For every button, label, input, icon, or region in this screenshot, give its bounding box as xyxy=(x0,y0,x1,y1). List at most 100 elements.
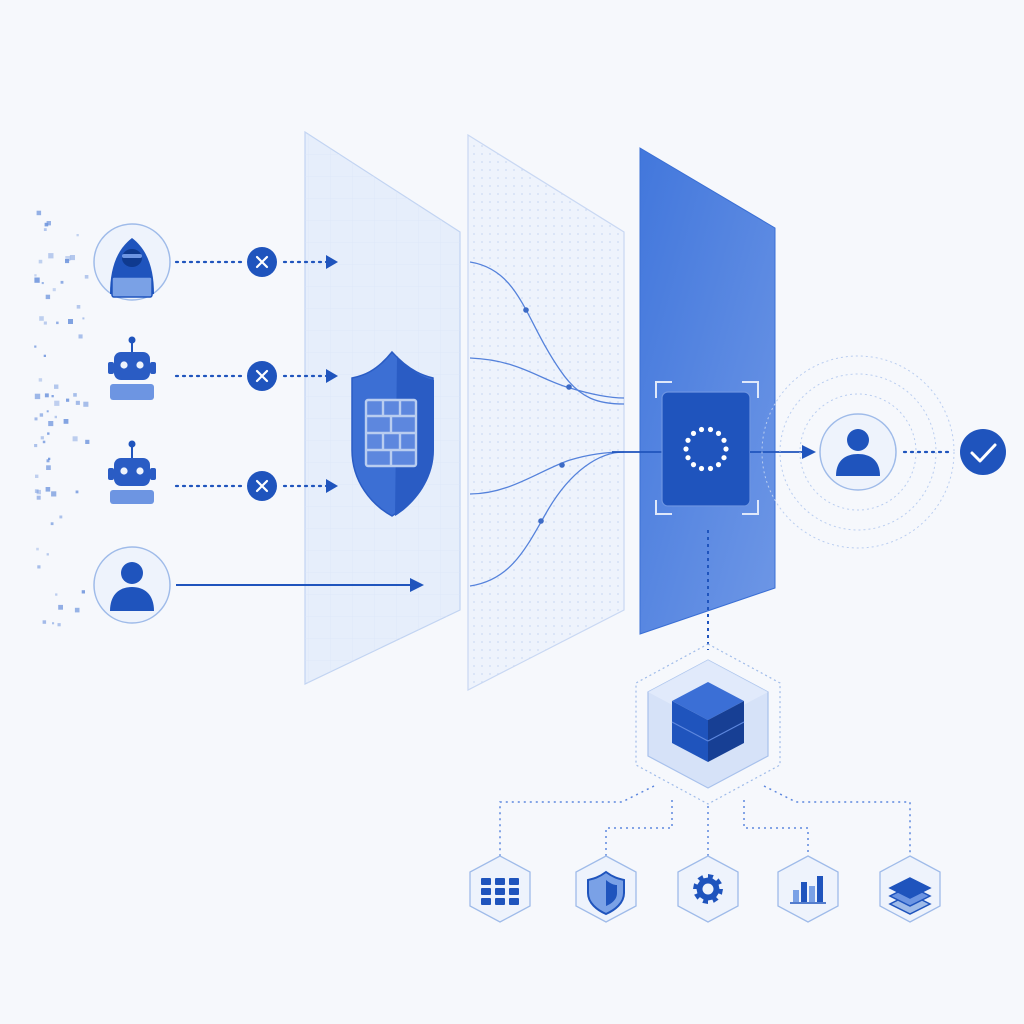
noise-pixel xyxy=(43,321,47,325)
firewall-shield-icon xyxy=(351,350,434,517)
noise-pixel xyxy=(58,604,63,610)
noise-pixel xyxy=(36,489,41,495)
noise-pixel xyxy=(55,593,58,596)
verification-layer xyxy=(639,147,776,635)
routing-layer xyxy=(467,133,625,691)
shield-icon xyxy=(587,870,625,916)
scan-frame-icon xyxy=(612,381,816,515)
noise-pixel xyxy=(48,421,54,427)
source-bot-1 xyxy=(108,336,156,400)
noise-pixel xyxy=(72,436,78,442)
service-analytics xyxy=(777,855,839,923)
hacker-icon xyxy=(110,238,154,298)
noise-pixel xyxy=(42,440,46,444)
service-tree-connectors xyxy=(499,785,911,858)
bar-chart-icon xyxy=(790,876,826,904)
noise-pixel xyxy=(36,210,42,216)
noise-pixel xyxy=(52,288,56,292)
noise-pixel xyxy=(75,400,80,405)
user-icon xyxy=(836,429,880,476)
noise-pixel xyxy=(54,415,57,419)
noise-pixel xyxy=(65,259,70,264)
scan-dot xyxy=(690,462,697,468)
noise-pixel xyxy=(85,439,90,444)
noise-pixel xyxy=(44,393,49,398)
noise-pixel xyxy=(46,465,51,470)
check-circle-icon xyxy=(960,429,1006,475)
scan-dot xyxy=(715,430,722,436)
result-ripples xyxy=(761,355,955,549)
noise-pixel xyxy=(59,515,63,519)
connector-hacker xyxy=(174,247,338,277)
noise-pixel xyxy=(75,490,79,494)
result-user xyxy=(819,413,897,491)
noise-pixel xyxy=(51,491,57,497)
service-settings xyxy=(677,855,739,923)
noise-pixel xyxy=(44,222,49,227)
scan-dot xyxy=(721,455,727,461)
source-hacker xyxy=(93,223,171,301)
noise-pixel xyxy=(39,413,44,417)
noise-pixel xyxy=(34,393,41,400)
arrow-head-icon xyxy=(326,255,338,269)
service-grid xyxy=(469,855,531,923)
noise-pixel xyxy=(68,319,73,324)
noise-pixel xyxy=(37,565,41,569)
noise-pixel xyxy=(48,457,51,460)
arrow-head-icon xyxy=(326,369,338,383)
scan-dot xyxy=(707,426,714,433)
noise-pixel xyxy=(36,547,39,551)
noise-pixel xyxy=(74,607,80,613)
scan-dot xyxy=(683,446,689,452)
scan-dot xyxy=(698,426,705,433)
gear-icon xyxy=(693,874,723,904)
cube-icon xyxy=(671,682,745,762)
noise-pixel xyxy=(76,305,81,309)
source-bot-2 xyxy=(108,440,156,504)
noise-pixel xyxy=(34,345,37,348)
scan-dot xyxy=(698,465,705,472)
noise-pixel xyxy=(46,410,49,413)
noise-pixel xyxy=(34,417,38,421)
noise-pixel xyxy=(57,623,61,627)
arrow-head-icon xyxy=(410,578,424,592)
user-icon xyxy=(110,562,154,611)
noise-pixel xyxy=(35,474,39,478)
noise-pixel xyxy=(38,378,43,382)
arrow-head-icon xyxy=(802,445,816,459)
noise-pixel xyxy=(42,620,47,624)
noise-pixel xyxy=(73,393,77,397)
noise-pixel xyxy=(60,280,64,284)
scan-dot xyxy=(715,462,722,468)
layers-icon xyxy=(888,877,932,915)
noise-pixel xyxy=(34,274,37,277)
scan-dot xyxy=(707,465,714,472)
scan-dot xyxy=(690,430,697,436)
noise-pixel xyxy=(39,316,44,321)
scan-dot xyxy=(723,446,729,452)
service-security xyxy=(575,855,637,923)
routing-flow-lines xyxy=(469,261,625,587)
noise-pixel xyxy=(66,398,70,402)
grid-icon xyxy=(481,878,519,905)
noise-pixel xyxy=(83,401,89,407)
noise-pixel xyxy=(46,459,50,463)
noise-pixel xyxy=(54,400,60,406)
pixel-noise-decoration xyxy=(34,210,90,627)
noise-pixel xyxy=(41,282,44,285)
noise-pixel xyxy=(76,234,79,237)
connector-bot-2 xyxy=(174,471,338,501)
noise-pixel xyxy=(34,277,40,283)
scan-dot xyxy=(721,437,727,443)
arrow-head-icon xyxy=(326,479,338,493)
noise-pixel xyxy=(38,259,43,264)
robot-icon xyxy=(108,336,156,400)
noise-pixel xyxy=(82,317,85,320)
noise-pixel xyxy=(47,432,50,435)
noise-pixel xyxy=(45,294,51,300)
scan-dot xyxy=(685,437,691,443)
noise-pixel xyxy=(63,419,69,424)
source-user xyxy=(93,546,171,624)
noise-pixel xyxy=(78,334,83,339)
